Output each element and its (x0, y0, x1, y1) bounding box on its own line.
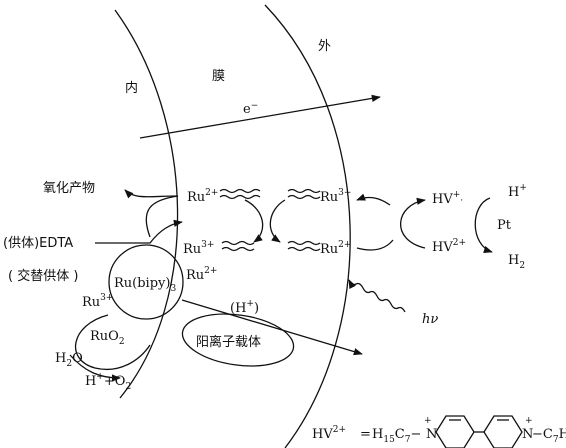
electron-transfer-arrow (139, 94, 381, 139)
wavy-top-right (287, 188, 321, 200)
h-plus-label: H+ (508, 183, 527, 200)
electron-label: e− (243, 101, 258, 117)
ruo2-loop (74, 314, 151, 370)
viologen-formula: HV2+ = H15C7− N + N + −C7H15 (312, 415, 566, 448)
formula-n-right: N (522, 427, 533, 442)
formula-lhs: HV2+ (312, 425, 346, 442)
light-label: hν (422, 312, 438, 327)
proton-label: (H+) (230, 299, 259, 316)
wavy-bottom-right (287, 240, 321, 252)
formula-n-right-charge: + (525, 416, 533, 426)
formula-n-left: N (426, 427, 437, 442)
cation-carrier-ellipse (181, 313, 295, 367)
hv2-label: HV2+ (432, 238, 466, 255)
h2-label: H2 (508, 253, 525, 271)
wavy-bottom-left (221, 240, 255, 252)
pt-label: Pt (497, 218, 512, 233)
outer-region-label: 外 (318, 39, 331, 54)
outer-membrane-curve (264, 4, 351, 448)
alternate-donor-label: ( 交替供体 ) (8, 268, 78, 284)
pt-arc (474, 197, 493, 253)
right-arc-upper (356, 193, 391, 206)
pyridine-ring-left (435, 415, 475, 448)
ru3-bottom-left: Ru3+ (183, 240, 214, 257)
viologen-cycle-arc (400, 197, 426, 249)
proton-carrier-arrow (181, 299, 363, 356)
inner-membrane-curve (114, 9, 179, 399)
formula-equals: = (360, 427, 371, 442)
membrane-arc-left (244, 199, 264, 243)
ru2-bottom-right: Ru2+ (320, 240, 351, 257)
oxidation-product-label: 氧化产物 (43, 181, 95, 196)
sensitizer-circle (108, 244, 184, 320)
donor-input-line (95, 219, 183, 244)
right-arc-lower (356, 239, 394, 251)
ru2-top-left: Ru2+ (187, 188, 218, 205)
ru2-complex-label: Ru2+ (186, 266, 217, 283)
water-oxidation-arc (69, 354, 121, 382)
donor-arc (124, 189, 179, 199)
edta-donor-label: (供体)EDTA (3, 236, 73, 251)
light-wave (348, 279, 406, 313)
ru3-top-right: Ru3+ (320, 188, 351, 205)
products-label: H++O2 (85, 372, 131, 392)
ru3-complex-label: Ru3+ (82, 293, 113, 310)
formula-right-chain: −C7H15 (532, 427, 566, 445)
hv-radical-label: HV+· (432, 190, 463, 207)
inner-region-label: 内 (125, 80, 138, 96)
formula-n-left-charge: + (424, 416, 432, 426)
pyridine-ring-right (483, 415, 523, 448)
membrane-arc-right (269, 199, 286, 243)
sensitizer-complex-label: Ru(bipy)3 (114, 276, 176, 294)
ruo2-label: RuO2 (90, 329, 125, 347)
water-label: H2O (55, 351, 83, 369)
cation-carrier-label: 阳离子载体 (196, 334, 261, 350)
formula-left-chain: H15C7− (372, 427, 421, 445)
membrane-region-label: 膜 (212, 69, 225, 84)
wavy-top-left (219, 188, 261, 200)
oxidation-arc (145, 195, 179, 238)
